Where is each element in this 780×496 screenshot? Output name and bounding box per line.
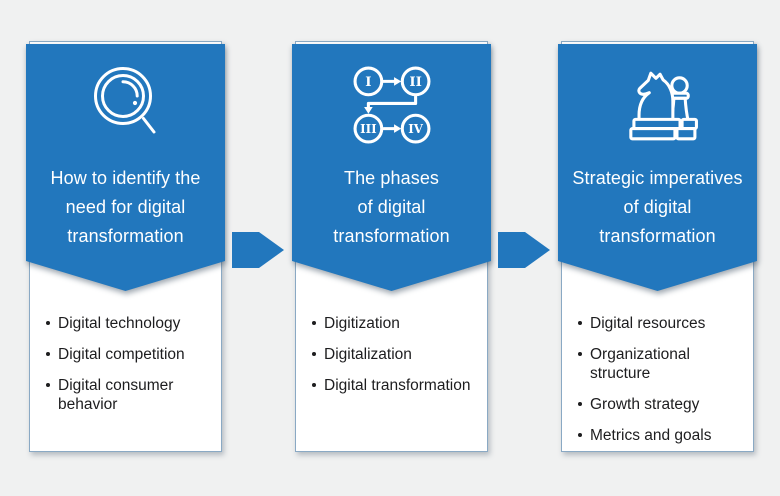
bullet-dot [312, 321, 316, 325]
card-title: The phases of digital transformation [292, 164, 491, 251]
list-item: Organizational structure [577, 345, 747, 383]
list-item: Digital resources [577, 314, 747, 333]
bullet-dot [578, 402, 582, 406]
flow-arrow-right-icon [232, 232, 284, 268]
list-item: Digital competition [45, 345, 215, 364]
list-item-label: Organizational structure [590, 346, 690, 382]
card-banner: I II III IV The phases of digital transf… [292, 44, 491, 291]
bullet-list: Digitization Digitalization Digital tran… [311, 314, 481, 407]
card-title: How to identify the need for digital tra… [26, 164, 225, 251]
magnifier-icon [26, 56, 225, 154]
list-item-label: Digitalization [324, 346, 412, 363]
list-item-label: Digital technology [58, 315, 181, 332]
card-title-line: The phases [343, 168, 440, 188]
card-banner: How to identify the need for digital tra… [26, 44, 225, 291]
phase-numeral: I [365, 74, 371, 90]
bullet-dot [46, 383, 50, 387]
bullet-dot [312, 383, 316, 387]
list-item-label: Metrics and goals [590, 427, 712, 444]
card-identify-need: Digital technology Digital competition D… [29, 41, 222, 452]
bullet-dot [578, 352, 582, 356]
card-title: Strategic imperatives of digital transfo… [558, 164, 757, 251]
bullet-list: Digital technology Digital competition D… [45, 314, 215, 426]
bullet-dot [578, 321, 582, 325]
phase-numeral: III [360, 122, 377, 136]
list-item: Digital consumer behavior [45, 376, 215, 414]
card-title-line: transformation [599, 226, 716, 246]
list-item-label: Digital consumer behavior [58, 377, 174, 413]
phases-sequence-icon: I II III IV [292, 56, 491, 154]
bullet-dot [46, 352, 50, 356]
list-item: Digital technology [45, 314, 215, 333]
list-item-label: Digital transformation [324, 377, 471, 394]
card-title-line: transformation [67, 226, 184, 246]
phase-numeral: II [409, 74, 421, 90]
bullet-list: Digital resources Organizational structu… [577, 314, 747, 457]
list-item-label: Digital resources [590, 315, 706, 332]
bullet-dot [578, 433, 582, 437]
phase-numeral: IV [408, 122, 424, 136]
bullet-dot [46, 321, 50, 325]
card-title-line: of digital [357, 197, 426, 217]
card-title-line: transformation [333, 226, 450, 246]
list-item-label: Digital competition [58, 346, 185, 363]
card-title-line: of digital [623, 197, 692, 217]
card-strategic-imperatives: Digital resources Organizational structu… [561, 41, 754, 452]
list-item: Digitalization [311, 345, 481, 364]
list-item: Digitization [311, 314, 481, 333]
chess-strategy-icon [558, 56, 757, 154]
list-item: Metrics and goals [577, 426, 747, 445]
card-title-line: How to identify the [50, 168, 201, 188]
bullet-dot [312, 352, 316, 356]
list-item-label: Growth strategy [590, 396, 700, 413]
flow-arrow-right-icon [498, 232, 550, 268]
list-item-label: Digitization [324, 315, 400, 332]
list-item: Growth strategy [577, 395, 747, 414]
list-item: Digital transformation [311, 376, 481, 395]
card-banner: Strategic imperatives of digital transfo… [558, 44, 757, 291]
card-title-line: Strategic imperatives [572, 168, 743, 188]
card-phases: Digitization Digitalization Digital tran… [295, 41, 488, 452]
card-title-line: need for digital [65, 197, 186, 217]
